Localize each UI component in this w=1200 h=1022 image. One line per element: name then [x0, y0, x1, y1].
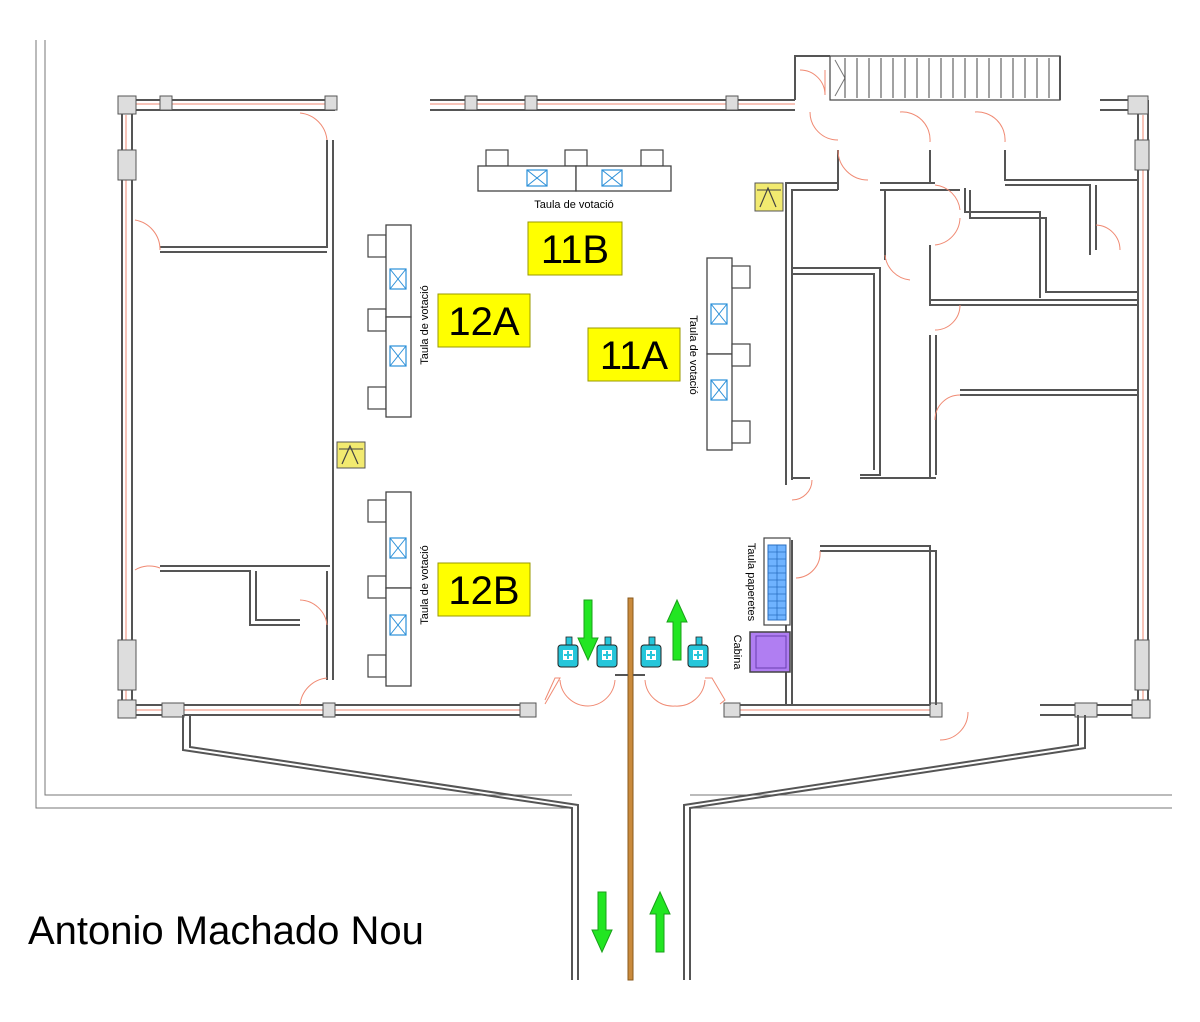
flow-arrow-icon [649, 890, 671, 953]
hand-sanitizer-icon [687, 636, 709, 668]
entrance-walkway [182, 597, 1086, 981]
voting-booth [749, 631, 791, 673]
table-label-12a: Taula de votació [419, 285, 431, 365]
voting-table-12a [367, 224, 412, 418]
site-boundary [35, 40, 1172, 809]
station-label-11b: 11B [527, 221, 623, 276]
hand-sanitizer-icon [640, 636, 662, 668]
left-rooms [134, 112, 334, 706]
svg-text:11B: 11B [541, 228, 609, 272]
right-rooms [785, 111, 1138, 741]
school-name: Antonio Machado Nou [28, 909, 424, 953]
hand-sanitizer-icon [596, 636, 618, 668]
flow-arrow-icon [666, 598, 688, 661]
flow-arrow-icon [591, 891, 613, 954]
booth-label: Cabina [731, 635, 743, 671]
hand-sanitizer-icon [557, 636, 579, 668]
trash-bin-icon [754, 182, 784, 212]
ballot-table-label: Taula paperetes [745, 543, 757, 622]
station-label-11a: 11A [587, 327, 681, 382]
table-label-11a: Taula de votació [687, 315, 699, 395]
voting-table-11a [706, 257, 751, 451]
voting-table-12b [367, 491, 412, 687]
station-label-12b: 12B [437, 562, 531, 617]
table-label-12b: Taula de votació [419, 545, 431, 625]
trash-bin-icon [336, 441, 366, 469]
flow-arrow-icon [577, 599, 599, 662]
ballot-table [763, 537, 791, 626]
staircase [794, 55, 1061, 101]
svg-text:12A: 12A [448, 300, 519, 344]
svg-text:12B: 12B [448, 569, 519, 613]
station-label-12a: 12A [437, 293, 531, 348]
svg-text:11A: 11A [600, 334, 669, 378]
table-label-11b: Taula de votació [534, 199, 614, 211]
voting-table-11b [477, 149, 672, 192]
